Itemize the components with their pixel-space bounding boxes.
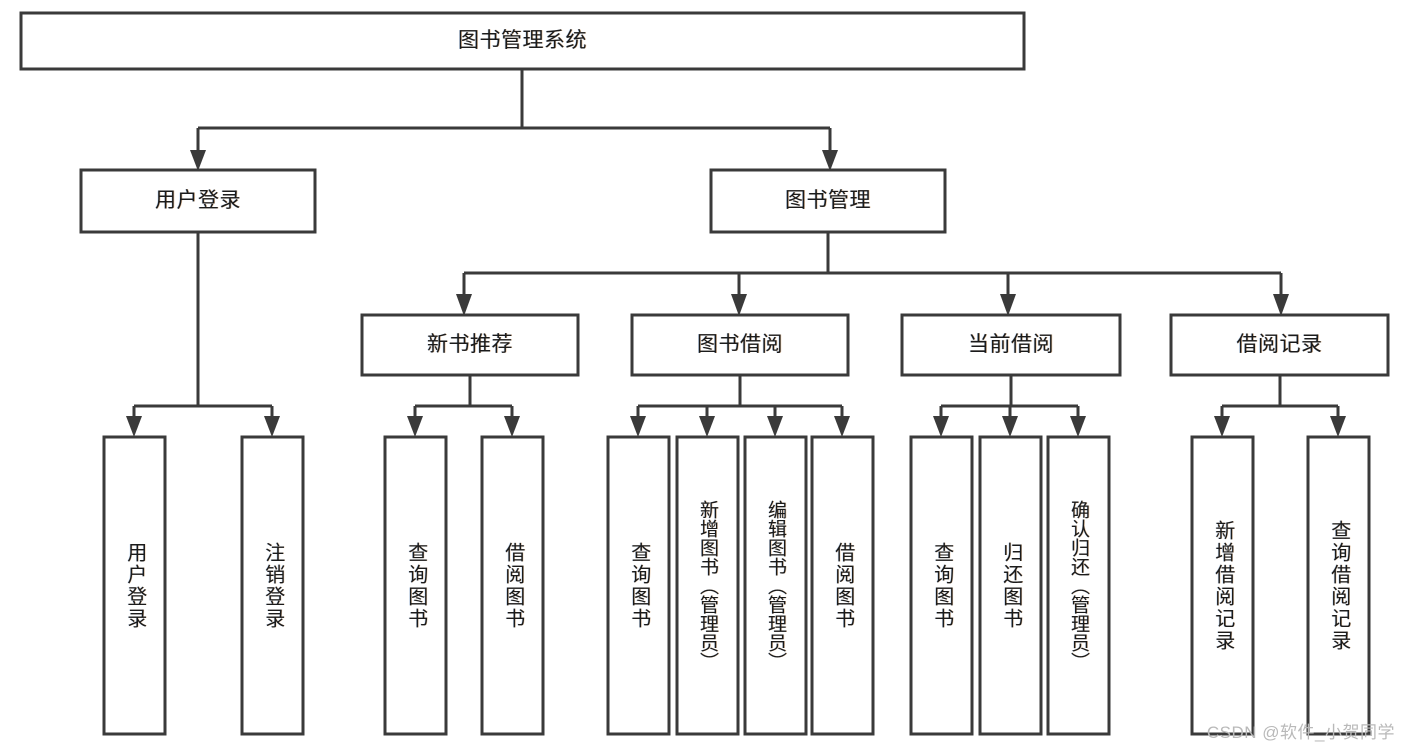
node-box-book-manage[interactable] bbox=[709, 168, 947, 234]
node-label-leaf-logout: 注销登录 bbox=[261, 541, 284, 630]
connector-userlogin-to-leaves bbox=[126, 232, 280, 437]
node-box-leaf-logout[interactable] bbox=[240, 435, 305, 736]
node-box-leaf-user-login[interactable] bbox=[102, 435, 167, 736]
node-box-leaf-add-book[interactable] bbox=[675, 435, 740, 736]
node-label-root: 图书管理系统 bbox=[458, 28, 587, 52]
node-box-leaf-query-book-2[interactable] bbox=[606, 435, 671, 736]
node-label-leaf-borrow-book-2: 借阅图书 bbox=[831, 541, 854, 630]
node-label-leaf-add-record: 新增借阅记录 bbox=[1211, 519, 1234, 652]
node-label-current-borrow: 当前借阅 bbox=[968, 332, 1054, 356]
node-label-leaf-edit-book: 编辑图书（管理员） bbox=[765, 500, 787, 671]
node-label-leaf-user-login: 用户登录 bbox=[123, 541, 146, 630]
node-label-leaf-query-book-1: 查询图书 bbox=[404, 541, 427, 630]
node-label-book-manage: 图书管理 bbox=[785, 188, 871, 212]
node-box-leaf-return-book[interactable] bbox=[978, 435, 1043, 736]
node-label-leaf-query-book-2: 查询图书 bbox=[627, 541, 650, 630]
node-box-leaf-edit-book[interactable] bbox=[743, 435, 808, 736]
node-box-current-borrow[interactable] bbox=[900, 313, 1122, 377]
node-label-leaf-add-book: 新增图书（管理员） bbox=[697, 500, 719, 671]
connector-bookmanage-to-level2 bbox=[456, 232, 1289, 316]
node-box-borrow-record[interactable] bbox=[1169, 313, 1390, 377]
node-box-leaf-borrow-book-1[interactable] bbox=[480, 435, 545, 736]
node-label-new-book-recommend: 新书推荐 bbox=[427, 332, 513, 356]
node-label-leaf-query-book-3: 查询图书 bbox=[930, 541, 953, 630]
connector-bookborrow-to-leaves bbox=[630, 375, 850, 437]
connector-currentborrow-to-leaves bbox=[933, 375, 1086, 437]
node-box-user-login[interactable] bbox=[79, 168, 317, 234]
node-box-leaf-confirm-return[interactable] bbox=[1046, 435, 1111, 736]
node-box-leaf-add-record[interactable] bbox=[1190, 435, 1255, 736]
connector-newbook-to-leaves bbox=[407, 375, 520, 437]
connector-root-to-level1 bbox=[190, 69, 838, 171]
node-label-leaf-return-book: 归还图书 bbox=[999, 541, 1022, 630]
node-label-leaf-confirm-return: 确认归还（管理员） bbox=[1068, 500, 1090, 671]
node-label-leaf-query-record: 查询借阅记录 bbox=[1327, 519, 1350, 652]
node-label-borrow-record: 借阅记录 bbox=[1236, 332, 1323, 356]
node-box-book-borrow[interactable] bbox=[630, 313, 850, 377]
node-box-root[interactable] bbox=[19, 11, 1026, 71]
node-box-leaf-borrow-book-2[interactable] bbox=[810, 435, 875, 736]
node-box-leaf-query-book-1[interactable] bbox=[383, 435, 448, 736]
node-label-user-login: 用户登录 bbox=[155, 188, 241, 212]
node-box-leaf-query-record[interactable] bbox=[1306, 435, 1371, 736]
connector-borrowrecord-to-leaves bbox=[1214, 375, 1346, 437]
node-label-book-borrow: 图书借阅 bbox=[697, 332, 783, 356]
node-label-leaf-borrow-book-1: 借阅图书 bbox=[501, 541, 524, 630]
node-box-new-book-recommend[interactable] bbox=[360, 313, 580, 377]
node-box-leaf-query-book-3[interactable] bbox=[909, 435, 974, 736]
